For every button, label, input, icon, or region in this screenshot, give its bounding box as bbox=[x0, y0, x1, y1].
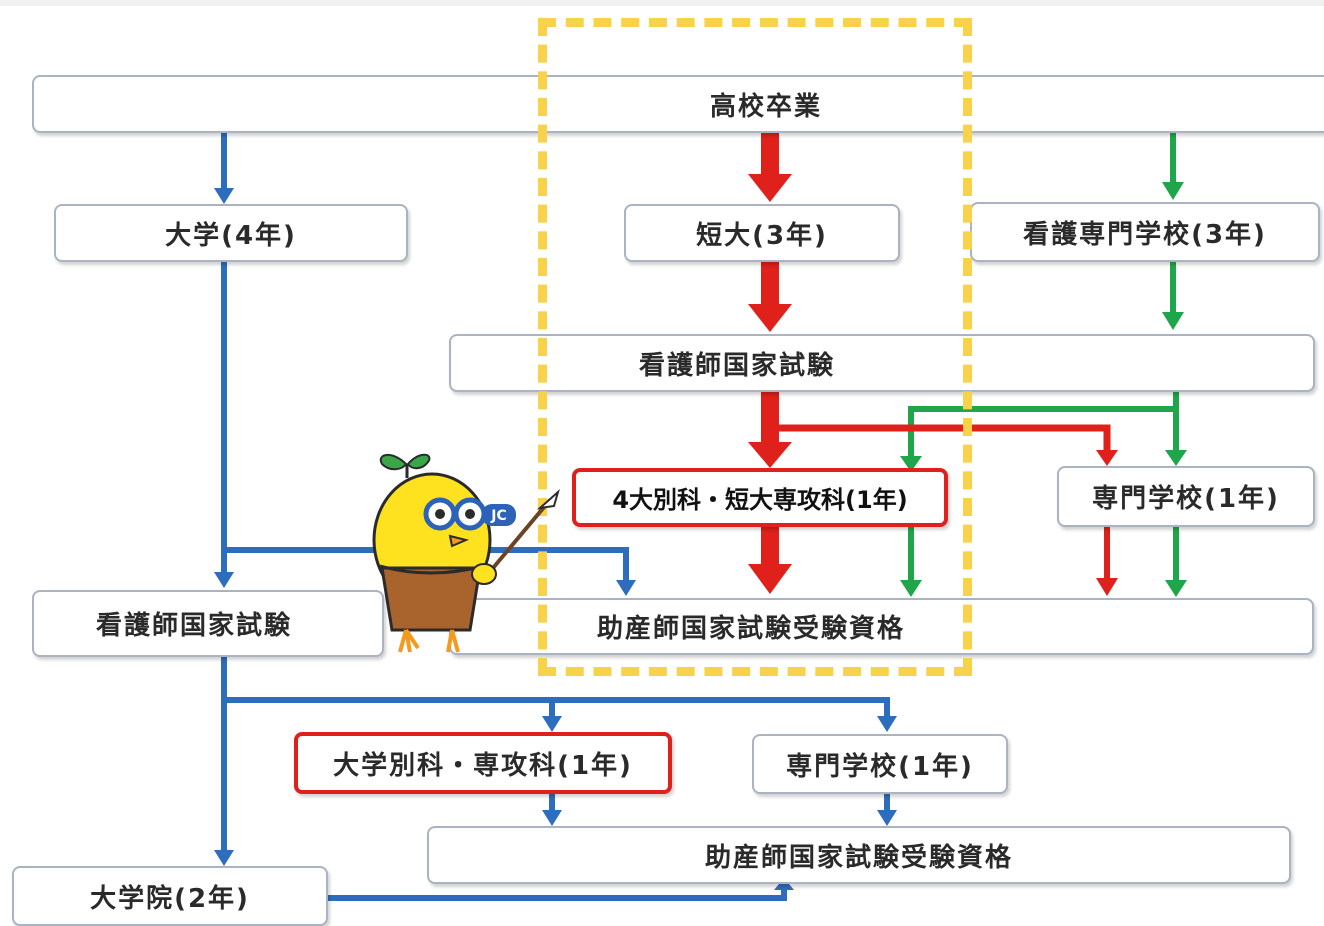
arrowhead bbox=[1165, 580, 1187, 597]
line-to-vocational-bottom bbox=[552, 697, 890, 718]
arrowhead bbox=[1162, 312, 1184, 330]
nurse-exam-right-box: 看護師国家試験 bbox=[449, 334, 1315, 392]
arrowhead bbox=[214, 850, 234, 866]
univ-special-course-box: 大学別科・専攻科(1年) bbox=[294, 732, 672, 794]
nurse-exam-right-label: 看護師国家試験 bbox=[639, 350, 836, 381]
highschool-graduation-label: 高校卒業 bbox=[710, 91, 823, 122]
arrowhead bbox=[774, 878, 794, 890]
arrowhead bbox=[877, 810, 897, 826]
graduate-school-label: 大学院(2年) bbox=[90, 883, 250, 914]
highschool-graduation-box: 高校卒業 bbox=[32, 75, 1324, 133]
vocational-right-box: 専門学校(1年) bbox=[1057, 466, 1315, 527]
arrowhead bbox=[900, 456, 922, 472]
line-exam-to-vocational bbox=[770, 424, 1111, 452]
arrowhead bbox=[214, 188, 234, 204]
vocational-bottom-label: 専門学校(1年) bbox=[786, 751, 974, 782]
arrowhead bbox=[1096, 578, 1118, 596]
arrowhead bbox=[1165, 450, 1187, 466]
university-box: 大学(4年) bbox=[54, 204, 408, 262]
arrowhead bbox=[748, 564, 792, 594]
vocational-right-label: 専門学校(1年) bbox=[1092, 484, 1280, 514]
arrowhead bbox=[616, 580, 636, 596]
nursing-school-label: 看護専門学校(3年) bbox=[1023, 219, 1267, 250]
line-university-to-midwife bbox=[224, 547, 629, 582]
special-course-short-box: 4大別科・短大専攻科(1年) bbox=[572, 468, 948, 527]
yellow-bird-mascot: JC bbox=[372, 453, 560, 653]
junior-college-box: 短大(3年) bbox=[624, 204, 900, 262]
arrowhead bbox=[214, 572, 234, 588]
university-label: 大学(4年) bbox=[165, 220, 297, 251]
mascot-badge-text: JC bbox=[490, 508, 506, 524]
midwife-qualification-top-box: 助産師国家試験受験資格 bbox=[449, 598, 1314, 655]
arrowhead bbox=[748, 174, 792, 202]
midwife-qualification-bottom-label: 助産師国家試験受験資格 bbox=[704, 842, 1013, 873]
arrowhead bbox=[900, 580, 922, 597]
univ-special-course-label: 大学別科・専攻科(1年) bbox=[333, 750, 633, 781]
line-to-univ-special bbox=[224, 697, 555, 718]
arrowhead bbox=[1096, 450, 1118, 466]
nurse-exam-left-label: 看護師国家試験 bbox=[96, 611, 293, 641]
midwife-qualification-top-label: 助産師国家試験受験資格 bbox=[597, 614, 906, 644]
top-bar bbox=[0, 0, 1324, 6]
arrowhead bbox=[542, 716, 562, 732]
nursing-school-box: 看護専門学校(3年) bbox=[970, 202, 1320, 262]
special-course-short-label: 4大別科・短大専攻科(1年) bbox=[612, 486, 908, 514]
arrowhead bbox=[542, 810, 562, 826]
arrowhead bbox=[1162, 182, 1184, 200]
arrowhead bbox=[748, 442, 792, 468]
nurse-exam-left-box: 看護師国家試験 bbox=[32, 590, 384, 657]
midwife-qualification-bottom-box: 助産師国家試験受験資格 bbox=[427, 826, 1291, 884]
arrowhead bbox=[877, 716, 897, 732]
junior-college-label: 短大(3年) bbox=[696, 220, 828, 251]
line-exam-to-special bbox=[908, 406, 1176, 458]
line-graduate-to-midwife bbox=[327, 890, 787, 901]
arrowhead bbox=[748, 304, 792, 332]
vocational-bottom-box: 専門学校(1年) bbox=[752, 734, 1008, 794]
graduate-school-box: 大学院(2年) bbox=[12, 866, 328, 926]
